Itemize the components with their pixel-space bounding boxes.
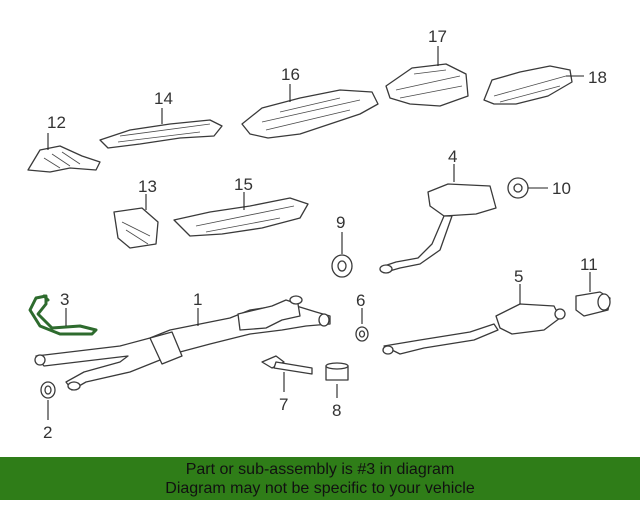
callout-15[interactable]: 15 xyxy=(234,175,253,194)
part-2-gasket[interactable] xyxy=(40,381,56,399)
banner-line-1: Part or sub-assembly is #3 in diagram xyxy=(185,460,455,478)
callout-8[interactable]: 8 xyxy=(332,401,341,420)
banner-line-2: Diagram may not be specific to your vehi… xyxy=(165,479,475,497)
callout-9[interactable]: 9 xyxy=(336,213,345,232)
part-17-heat-shield[interactable] xyxy=(385,63,469,107)
part-11-tail-tip[interactable] xyxy=(575,291,611,317)
part-14-heat-shield[interactable] xyxy=(99,119,223,149)
part-12-heat-shield[interactable] xyxy=(27,145,101,173)
callout-16[interactable]: 16 xyxy=(281,65,300,84)
callout-18[interactable]: 18 xyxy=(588,68,607,87)
callout-10[interactable]: 10 xyxy=(552,179,571,198)
callout-7[interactable]: 7 xyxy=(279,395,288,414)
part-4-muffler[interactable] xyxy=(379,183,497,274)
part-8-sleeve[interactable] xyxy=(325,362,349,381)
callout-14[interactable]: 14 xyxy=(154,89,173,108)
part-10-hanger[interactable] xyxy=(507,177,529,199)
part-13-heat-shield[interactable] xyxy=(113,207,159,249)
part-info-banner: Part or sub-assembly is #3 in diagram Di… xyxy=(0,457,640,500)
callout-11[interactable]: 11 xyxy=(580,255,598,274)
callout-6[interactable]: 6 xyxy=(356,291,365,310)
part-16-heat-shield[interactable] xyxy=(241,89,379,139)
callout-4[interactable]: 4 xyxy=(448,147,457,166)
exhaust-parts-diagram: 12 14 16 17 18 13 15 xyxy=(27,27,611,442)
callout-2[interactable]: 2 xyxy=(43,423,52,442)
part-7-bolt[interactable] xyxy=(261,355,313,375)
part-6-gasket[interactable] xyxy=(355,326,369,342)
callout-1[interactable]: 1 xyxy=(193,290,202,309)
part-5-rear-muffler[interactable] xyxy=(382,303,566,355)
callout-5[interactable]: 5 xyxy=(514,267,523,286)
callout-3[interactable]: 3 xyxy=(60,290,69,309)
callout-17[interactable]: 17 xyxy=(428,27,447,46)
part-15-heat-shield[interactable] xyxy=(173,197,309,237)
part-18-heat-shield[interactable] xyxy=(483,65,573,105)
part-9-hanger[interactable] xyxy=(331,254,353,278)
part-1-exhaust-pipe[interactable] xyxy=(34,295,331,391)
callout-12[interactable]: 12 xyxy=(47,113,66,132)
callout-13[interactable]: 13 xyxy=(138,177,157,196)
part-3-front-pipe[interactable] xyxy=(28,294,98,336)
